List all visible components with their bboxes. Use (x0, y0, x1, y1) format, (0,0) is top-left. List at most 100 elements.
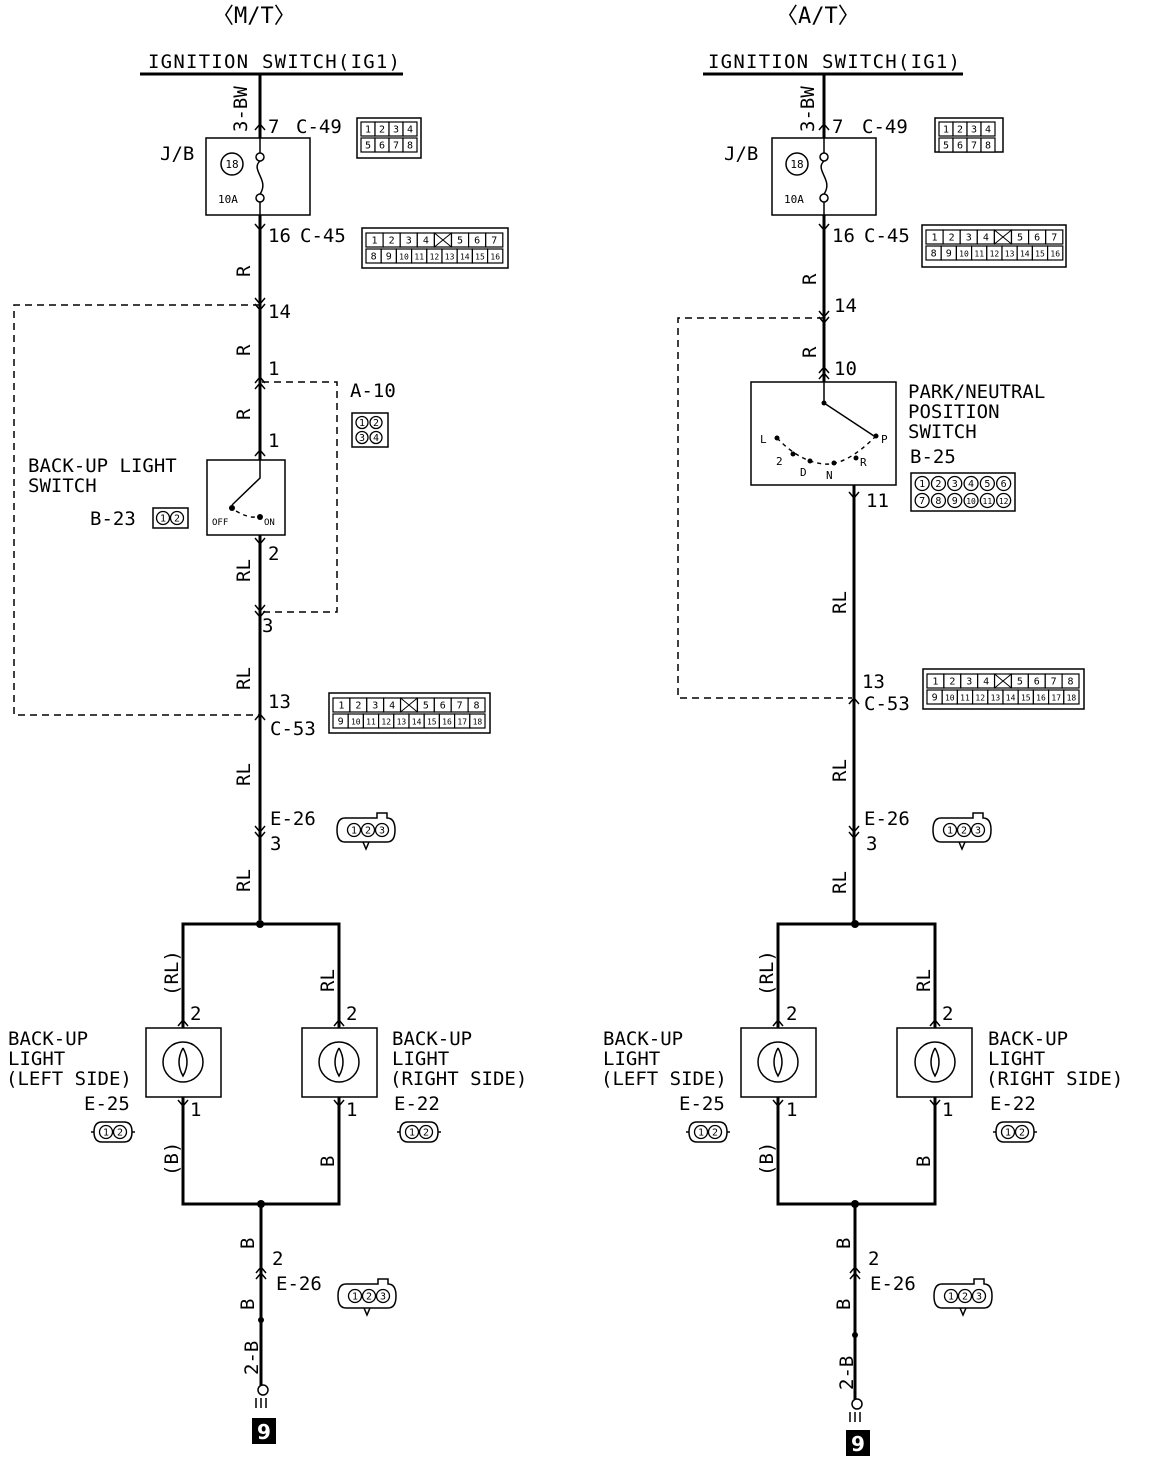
at-e26b-label: E-26 (870, 1273, 916, 1295)
mt-fuse-number: 18 (225, 158, 238, 171)
mt-pin1b: 1 (268, 430, 279, 452)
mt-c45-number: 3 (406, 236, 412, 247)
mt-pin13: 13 (268, 691, 291, 713)
at-lamp-right-pin1: 1 (942, 1099, 953, 1121)
at-pn-switch-arc (776, 435, 877, 465)
at-pin11: 11 (866, 490, 889, 512)
at-lower-branch (776, 1097, 937, 1206)
at-lamp-left-bulb (757, 1041, 799, 1083)
mt-c45-cell (485, 232, 504, 248)
at-c53-number: 13 (991, 694, 1001, 703)
mt-wire-b2: B (237, 1299, 259, 1310)
at-c49-number: 2 (957, 125, 963, 136)
at-e26a-label: E-26 (864, 808, 910, 830)
at-e26b-number: 2 (962, 1292, 968, 1303)
mt-c53-number: 5 (423, 701, 429, 712)
at-b25-pin (947, 475, 963, 492)
at-lamp-right-pin2: 2 (942, 1003, 953, 1025)
mt-c49-cell (402, 121, 418, 137)
mt-outer-dashed-loop (13, 304, 260, 716)
at-c45-number: 2 (949, 233, 955, 244)
at-wire-rl4: RL (829, 871, 851, 894)
at-c45-number: 9 (946, 249, 952, 260)
at-b25-pin (930, 475, 947, 492)
at-b25-number: 10 (966, 497, 976, 506)
mt-c45-cell (486, 248, 504, 264)
at-wire-r2: R (799, 346, 821, 358)
at-pn-contact-l (774, 435, 780, 441)
mt-e26a-pin (374, 822, 390, 838)
mt-wire-rl2: RL (233, 667, 255, 690)
at-c53-number: 1 (932, 677, 938, 688)
mt-pin2: 2 (268, 543, 279, 565)
at-c45-number: 6 (1034, 233, 1040, 244)
mt-e22-label: E-22 (394, 1093, 440, 1115)
at-e25-number: 2 (712, 1128, 718, 1139)
at-e26b-number: 3 (976, 1292, 982, 1303)
at-outer-dashed-loop (677, 317, 852, 699)
mt-e25-label: E-25 (84, 1093, 130, 1115)
at-b25-pin (963, 475, 979, 492)
mt-c45-label: C-45 (300, 225, 346, 247)
at-c53-cell (1061, 673, 1080, 689)
mt-e26b-label: E-26 (276, 1273, 322, 1295)
mt-e26a-number: 3 (379, 826, 385, 837)
at-c53-number: 11 (960, 694, 970, 703)
mt-lamp-left-label-2: LIGHT (8, 1048, 65, 1070)
at-c45-number: 10 (959, 250, 969, 259)
mt-c49-cell (402, 137, 418, 153)
at-c45-label: C-45 (864, 225, 910, 247)
mt-e22-pin (418, 1124, 434, 1140)
at-lamp-right-label-3: (RIGHT SIDE) (986, 1068, 1123, 1090)
at-pn-contact-n (831, 460, 837, 466)
at-ground-symbol (849, 1412, 861, 1422)
mt-c53-number: 3 (372, 701, 378, 712)
at-c49-number: 8 (985, 141, 991, 152)
mt-e26b-pin (347, 1288, 363, 1304)
at-b25-number: 6 (1001, 479, 1007, 490)
at-b25-label: B-25 (910, 446, 956, 468)
mt-wire-rl1: RL (233, 559, 255, 582)
mt-c45-number: 2 (389, 236, 395, 247)
at-lamp-right-label-2: LIGHT (988, 1048, 1045, 1070)
at-c49-number: 7 (971, 141, 977, 152)
mt-a10-pin (369, 415, 383, 430)
at-c49-cell (980, 121, 996, 137)
at-lamp-left-pin2: 2 (786, 1003, 797, 1025)
at-c45-number: 15 (1035, 250, 1045, 259)
at-lamp-left-box (740, 1027, 817, 1098)
mt-c49-number: 2 (379, 125, 385, 136)
mt-c45-pin: 16 (268, 225, 291, 247)
mt-c49-label: C-49 (296, 116, 342, 138)
at-b25-number: 1 (919, 479, 925, 490)
mt-c49-number: 4 (407, 125, 413, 136)
at-b25-number: 2 (935, 479, 941, 490)
mt-wire-rl3: RL (233, 763, 255, 786)
at-c53-number: 3 (966, 677, 972, 688)
mt-jb-label: J/B (160, 143, 194, 165)
at-c45-empty-mark (994, 229, 1012, 245)
at-e22-number: 1 (1005, 1128, 1011, 1139)
mt-c53-number: 7 (457, 701, 463, 712)
mt-c53-number: 18 (473, 718, 483, 727)
at-c45-number: 13 (1005, 250, 1015, 259)
mt-b23-label: B-23 (90, 508, 136, 530)
at-c45-cell (1046, 245, 1064, 261)
mt-e22-number: 2 (423, 1128, 429, 1139)
at-b25-number: 4 (968, 479, 974, 490)
mt-c53-empty-mark (400, 697, 418, 713)
at-e22-label: E-22 (990, 1093, 1036, 1115)
at-pos-n: N (826, 469, 833, 482)
mt-c49-pin: 7 (268, 116, 279, 138)
at-pn-contact-2 (790, 451, 796, 457)
mt-c45-number: 7 (491, 236, 497, 247)
mt-e26a-pin (346, 822, 362, 838)
at-lamp-right-box (896, 1027, 973, 1098)
